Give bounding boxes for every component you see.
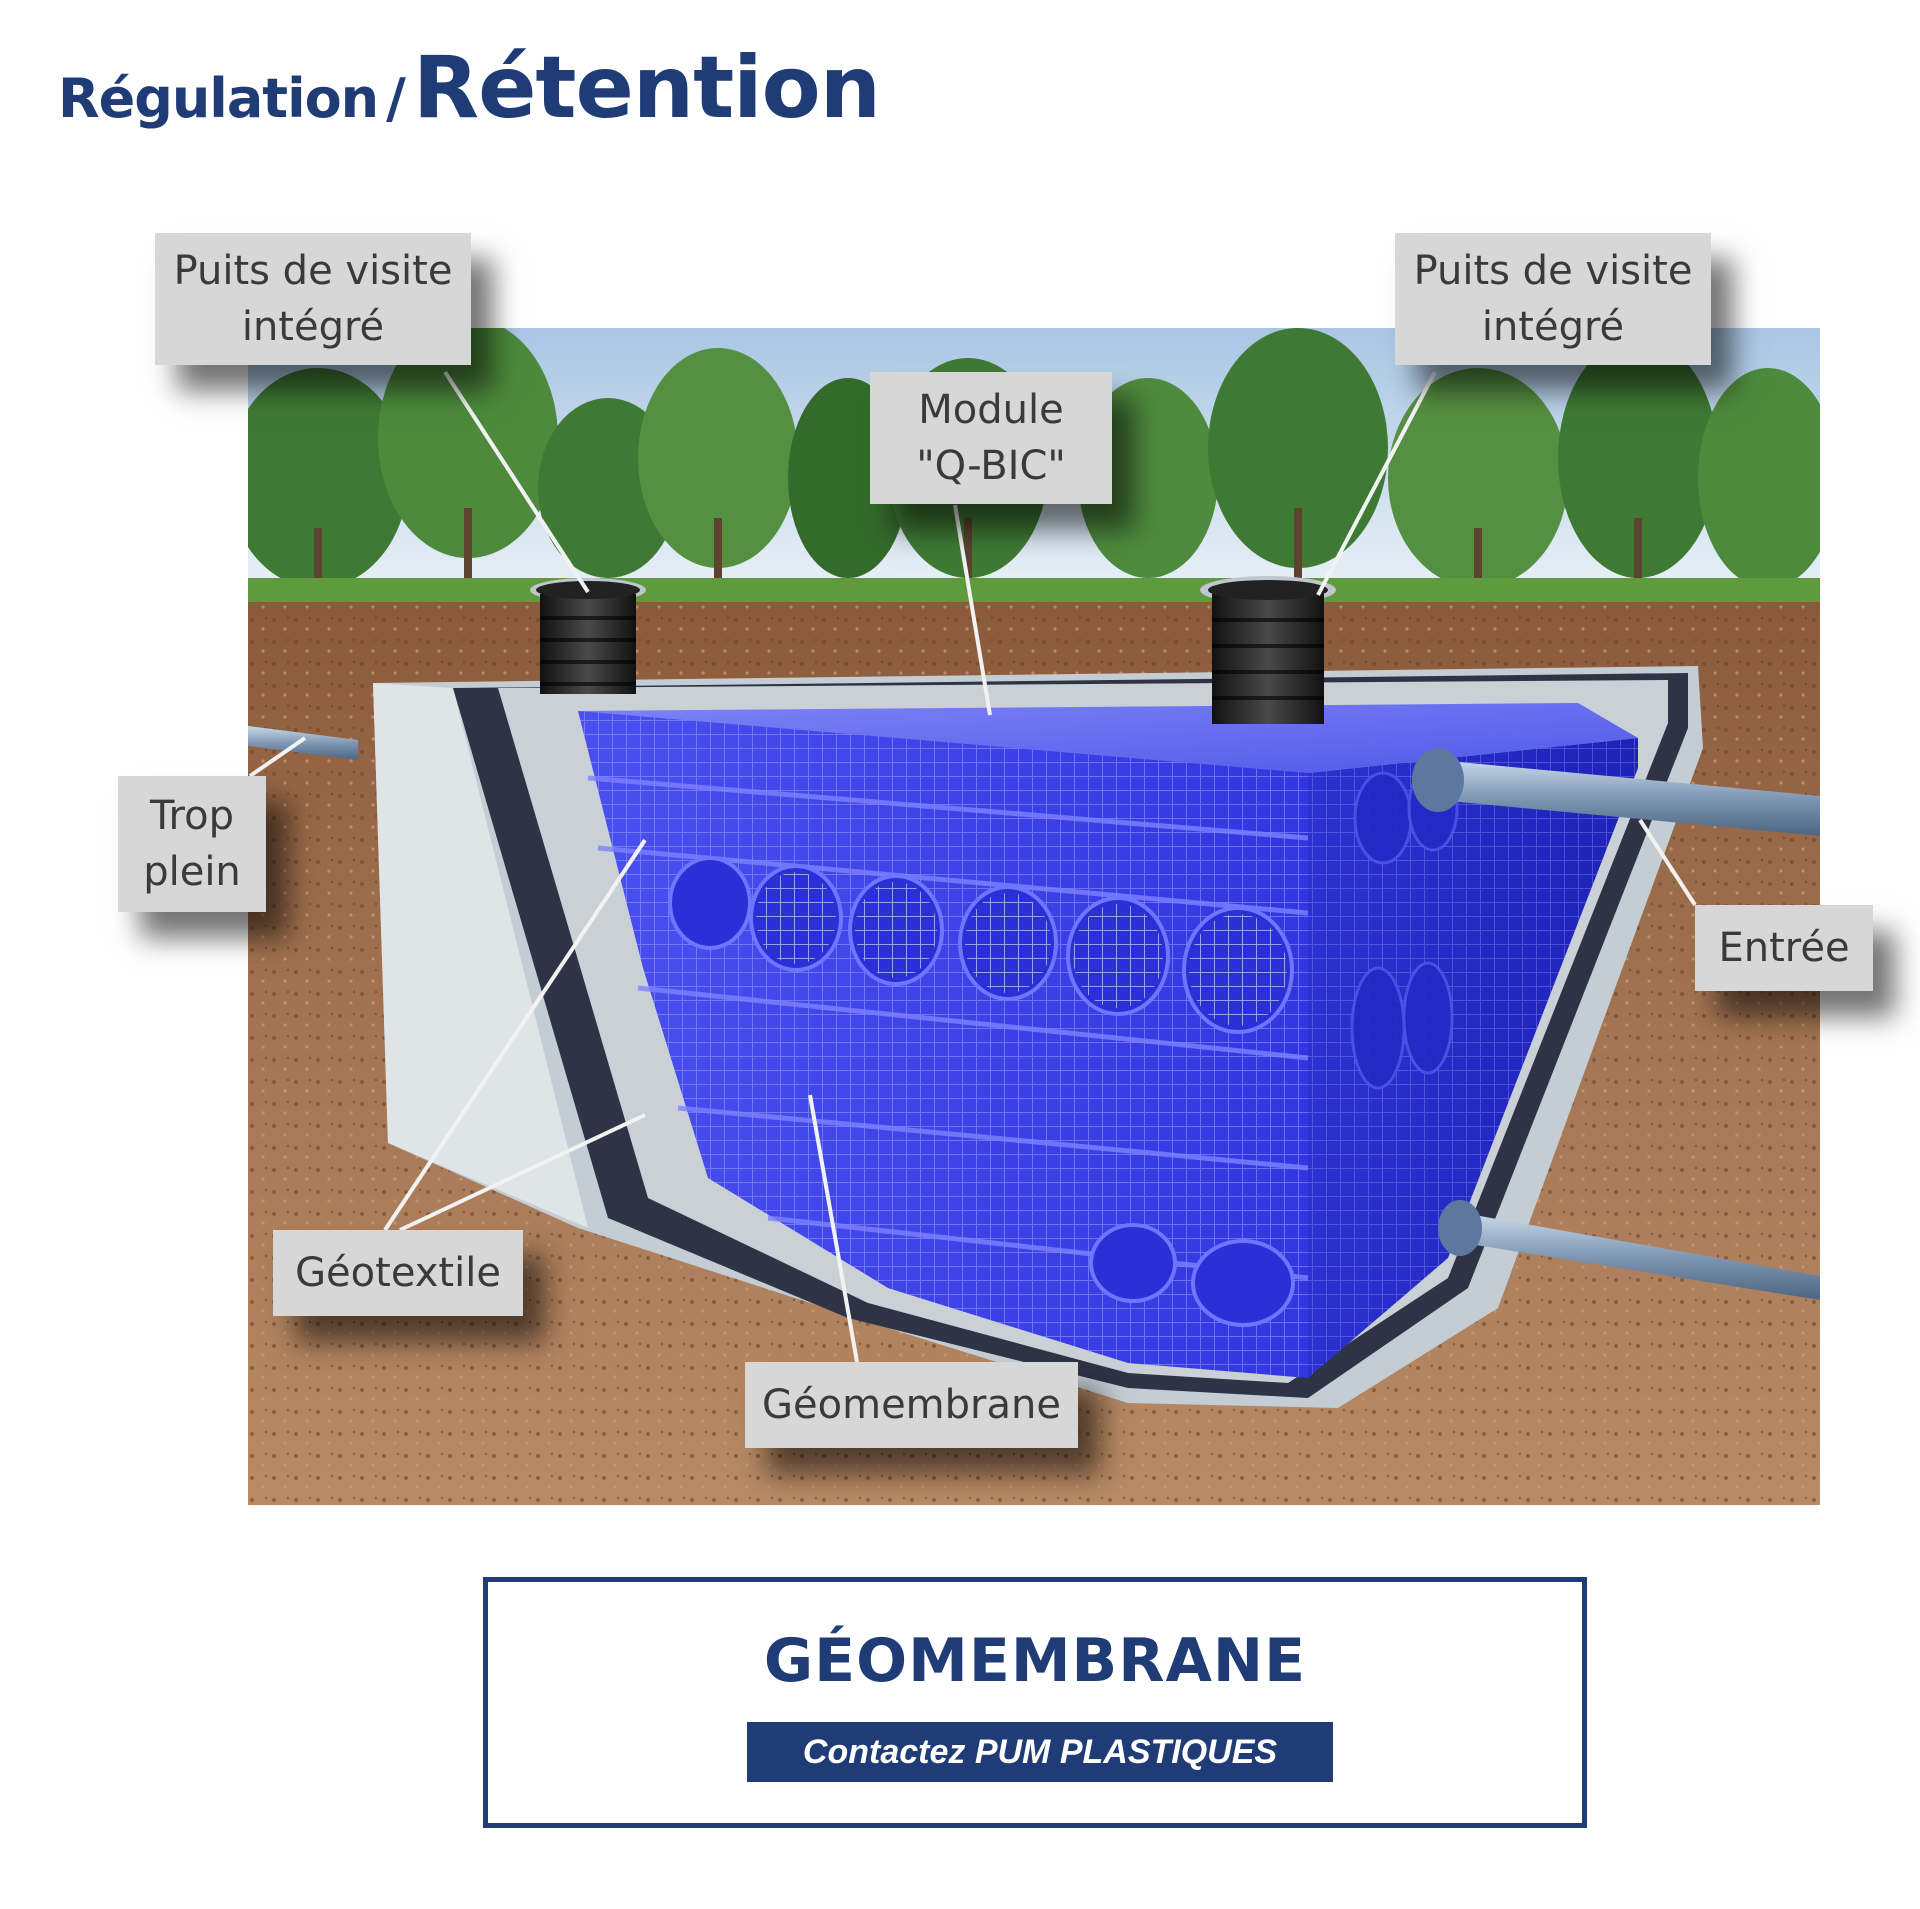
callout-module-q-bic: Module "Q-BIC" [870, 372, 1112, 504]
callout-entree: Entrée [1695, 905, 1873, 991]
contact-prefix: Contactez [802, 1732, 975, 1771]
callout-geotextile: Géotextile [273, 1230, 523, 1316]
callout-geomembrane: Géomembrane [745, 1362, 1078, 1448]
callout-puits-de-visite-left: Puits de visite intégré [155, 233, 471, 365]
product-name: GÉOMEMBRANE [763, 1626, 1307, 1696]
callout-trop-plein: Trop plein [118, 776, 266, 912]
contact-company: PUM PLASTIQUES [974, 1732, 1278, 1771]
contact-button[interactable]: Contactez PUM PLASTIQUES [747, 1722, 1333, 1782]
retention-diagram-illustration [248, 328, 1820, 1505]
title-separator: / [386, 67, 406, 130]
page-title: Régulation/Rétention [58, 38, 881, 138]
title-main: Rétention [412, 38, 881, 138]
title-prefix: Régulation [58, 67, 379, 130]
product-info-box: GÉOMEMBRANE Contactez PUM PLASTIQUES [483, 1577, 1587, 1828]
callout-puits-de-visite-right: Puits de visite intégré [1395, 233, 1711, 365]
